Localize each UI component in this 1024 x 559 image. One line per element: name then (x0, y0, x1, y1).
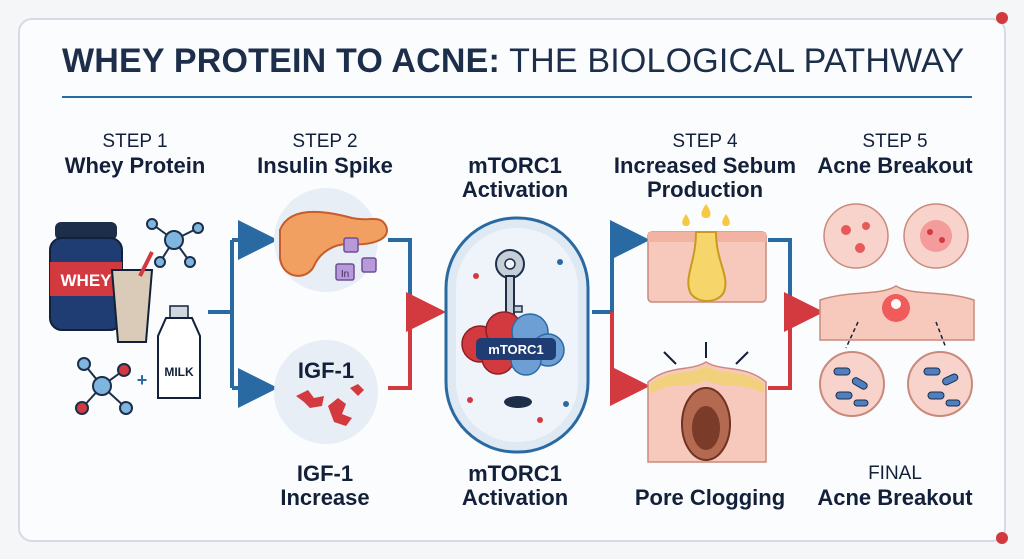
step4-header: STEP 4 Increased Sebum Production (590, 130, 820, 202)
step3-header: mTORC1 Activation (420, 154, 610, 202)
step2-name: Insulin Spike (257, 153, 393, 178)
step5-bottom-label: FINAL Acne Breakout (800, 462, 990, 510)
acne-skin-section (819, 285, 975, 349)
step1-header: STEP 1 Whey Protein (40, 130, 230, 178)
title-bold: WHEY PROTEIN TO ACNE: (62, 42, 501, 80)
corner-dot-top-right (996, 12, 1008, 24)
bacteria-circle-right (907, 351, 973, 417)
milk-bottle-icon: MILK (157, 305, 201, 399)
final-acne-label: Acne Breakout (817, 485, 973, 510)
mtorc1-complex-label: mTORC1 (488, 342, 543, 357)
step4-name-line2: Production (646, 177, 764, 202)
step5-number: STEP 5 (862, 131, 928, 152)
igf1-label: IGF-1 (298, 358, 354, 383)
plus-sign: + (137, 370, 148, 390)
step4-number: STEP 4 (672, 131, 738, 152)
step5-name: Acne Breakout (817, 153, 973, 178)
whey-jar-icon: WHEY (49, 222, 123, 331)
acne-skin-circle-1 (823, 203, 889, 269)
sebum-skin-illustration (647, 204, 767, 303)
shake-glass-icon (110, 251, 154, 343)
connector-3-4 (592, 220, 650, 406)
mtorc-bottom-line2: Activation (461, 485, 569, 510)
acne-skin-circle-2 (903, 203, 969, 269)
igf1-circle: IGF-1 (274, 340, 378, 444)
connector-4-5 (768, 238, 824, 390)
molecule-icon-bottom (75, 357, 133, 415)
step2-bottom-label: IGF-1 Increase (230, 462, 420, 510)
step5-header: STEP 5 Acne Breakout (800, 130, 990, 178)
key-icon (495, 249, 525, 327)
step4-name-line1: Increased Sebum (613, 153, 797, 178)
igf-increase-line1: IGF-1 (296, 461, 354, 486)
mtorc-bottom-line1: mTORC1 (468, 461, 562, 486)
title-underline (62, 96, 972, 98)
pancreas-circle: In (274, 188, 388, 292)
pore-clogging-label: Pore Clogging (634, 485, 786, 510)
igf-increase-line2: Increase (280, 485, 370, 510)
title-rest: THE BIOLOGICAL PATHWAY (500, 42, 965, 80)
final-label: FINAL (868, 463, 922, 484)
step1-name: Whey Protein (64, 153, 206, 178)
step3-bottom-label: mTORC1 Activation (420, 462, 610, 510)
connector-1-2 (208, 220, 278, 408)
step3-name-line2: Activation (461, 177, 569, 202)
insulin-label: In (341, 269, 349, 280)
corner-dot-bottom-right (996, 532, 1008, 544)
jar-label: WHEY (61, 271, 113, 290)
clogged-pore-illustration (647, 342, 767, 463)
step1-number: STEP 1 (102, 131, 168, 152)
step2-header: STEP 2 Insulin Spike (230, 130, 420, 178)
mtorc1-complex: mTORC1 (461, 311, 565, 376)
connector-2-3 (388, 238, 446, 390)
step3-name-line1: mTORC1 (468, 153, 562, 178)
milk-label: MILK (164, 365, 194, 379)
step2-number: STEP 2 (292, 131, 358, 152)
molecule-icon-top (146, 218, 204, 268)
page-title: WHEY PROTEIN TO ACNE: THE BIOLOGICAL PAT… (62, 42, 964, 81)
step4-bottom-label: Pore Clogging (600, 486, 820, 510)
bacteria-circle-left (819, 351, 885, 417)
